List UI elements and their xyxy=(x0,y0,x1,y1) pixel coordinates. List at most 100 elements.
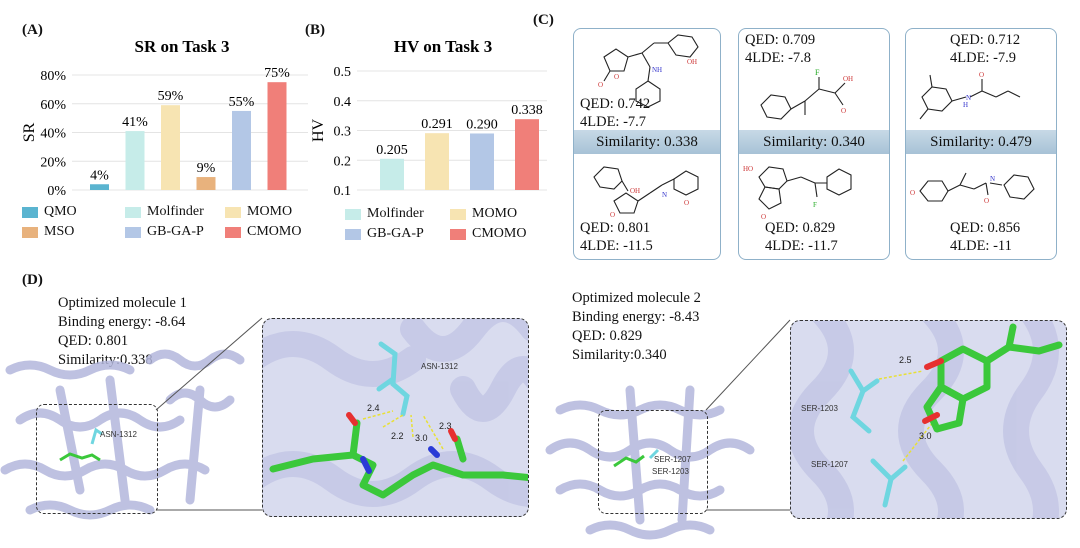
data-label: 75% xyxy=(264,66,290,81)
y-tick-label: 20% xyxy=(40,155,66,170)
legend-label: CMOMO xyxy=(247,224,302,239)
atom-label: OH xyxy=(687,58,697,66)
distance-label: 2.4 xyxy=(367,403,380,413)
molecule-title: Optimized molecule 1 xyxy=(58,295,187,311)
atom-label: OH xyxy=(630,187,640,195)
docking-info-2: Optimized molecule 2 Binding energy: -8.… xyxy=(572,289,701,365)
binding-pose-2: SER-1203 SER-1207 2.5 3.0 xyxy=(791,321,1063,518)
bar-momo xyxy=(425,133,449,190)
atom-label: O xyxy=(614,73,619,81)
atom-label: O xyxy=(841,107,846,115)
residue-label: SER-1203 xyxy=(652,467,689,476)
y-tick-label: 40% xyxy=(40,127,66,142)
panel-label-c: (C) xyxy=(533,12,554,28)
atom-label: O xyxy=(910,189,915,197)
data-label: 41% xyxy=(122,115,148,130)
distance-label: 3.0 xyxy=(919,431,932,441)
qed-value: QED: 0.829 xyxy=(572,328,643,344)
bar-cmomo xyxy=(515,119,539,190)
data-label: 0.290 xyxy=(466,117,498,132)
qed-value: QED: 0.801 xyxy=(58,333,129,349)
lde-after: 4LDE: -11.5 xyxy=(580,238,653,254)
bar-molfinder xyxy=(380,158,404,190)
legend-swatch-momo xyxy=(225,206,241,218)
residue-label: SER-1207 xyxy=(654,455,691,464)
data-label: 59% xyxy=(158,89,184,104)
sr-bar-chart: SR on Task 30%20%40%60%80%SR4%41%59%9%55… xyxy=(21,37,308,199)
bar-molfinder xyxy=(125,131,145,190)
legend-item-momo: MOMO xyxy=(450,206,517,222)
qed-after: QED: 0.801 xyxy=(580,220,651,236)
molecule-card-1: OH NH O O QED: 0.742 4LDE: -7.7 Similari… xyxy=(573,28,721,260)
legend-label: Molfinder xyxy=(367,206,424,221)
molecule-title: Optimized molecule 2 xyxy=(572,290,701,306)
bar-qmo xyxy=(90,184,109,190)
legend-item-molfinder: Molfinder xyxy=(125,204,204,220)
molecule-structure-before: H N O xyxy=(919,71,1021,120)
molecule-structure-before: F OH O xyxy=(760,68,853,120)
bar-mso xyxy=(196,177,216,190)
legend-swatch-mso xyxy=(22,226,38,238)
data-label: 0.338 xyxy=(511,103,543,118)
bar-cmomo xyxy=(267,82,287,190)
atom-label: H xyxy=(963,101,968,109)
similarity-band: Similarity: 0.338 xyxy=(574,130,720,154)
legend-swatch-cmomo xyxy=(225,226,241,238)
bar-gbgap xyxy=(470,133,494,190)
chart-title: HV on Task 3 xyxy=(394,37,492,56)
molecule-structure-before: OH NH O O xyxy=(598,34,699,108)
atom-label: O xyxy=(761,213,766,221)
atom-label: N xyxy=(662,191,667,199)
panel-label-a: (A) xyxy=(22,22,43,38)
residue-label: ASN-1312 xyxy=(100,430,137,439)
atom-label: F xyxy=(813,201,817,209)
binding-pose-1: ASN-1312 2.4 2.2 3.0 2.3 xyxy=(263,319,528,507)
zoom-view-2: SER-1203 SER-1207 2.5 3.0 xyxy=(790,320,1067,519)
panel-label-d: (D) xyxy=(22,272,43,288)
legend-item-molfinder: Molfinder xyxy=(345,206,424,222)
legend-item-cmomo: CMOMO xyxy=(225,224,301,240)
y-tick-label: 0.5 xyxy=(334,65,352,80)
legend-item-cmomo: CMOMO xyxy=(450,226,526,242)
molecule-card-2: QED: 0.709 4LDE: -7.8 F OH O Similarity:… xyxy=(738,28,890,260)
legend-swatch-cmomo xyxy=(450,228,466,240)
legend-item-mso: MSO xyxy=(22,224,74,240)
legend-label: CMOMO xyxy=(472,226,527,241)
legend-item-gbgap: GB-GA-P xyxy=(125,224,204,240)
y-tick-label: 0.4 xyxy=(334,95,352,110)
data-label: 9% xyxy=(197,161,216,176)
data-label: 0.291 xyxy=(421,117,453,132)
zoom-view-1: ASN-1312 2.4 2.2 3.0 2.3 xyxy=(262,318,529,517)
atom-label: NH xyxy=(652,66,662,74)
qed-before: QED: 0.709 xyxy=(745,32,816,48)
atom-label: N xyxy=(990,175,995,183)
lde-after: 4LDE: -11 xyxy=(950,238,1012,254)
similarity-band: Similarity: 0.340 xyxy=(739,130,889,154)
legend-swatch-gbgap xyxy=(125,226,141,238)
molecule-structure-after: OH N O O xyxy=(593,166,699,219)
lde-after: 4LDE: -11.7 xyxy=(765,238,838,254)
legend-label: GB-GA-P xyxy=(147,224,204,239)
y-tick-label: 0.3 xyxy=(334,125,352,140)
legend-label: QMO xyxy=(44,204,77,219)
zoom-region-1 xyxy=(36,404,158,514)
data-label: 55% xyxy=(229,95,255,110)
lde-before: 4LDE: -7.7 xyxy=(580,114,647,130)
atom-label: OH xyxy=(843,75,853,83)
legend-swatch-momo xyxy=(450,208,466,220)
similarity-value: Similarity:0.340 xyxy=(572,347,667,363)
binding-energy: Binding energy: -8.43 xyxy=(572,309,700,325)
atom-label: O xyxy=(610,211,615,219)
atom-label: F xyxy=(815,68,820,77)
distance-label: 2.2 xyxy=(391,431,404,441)
legend-swatch-molfinder xyxy=(345,208,361,220)
distance-label: 2.3 xyxy=(439,421,452,431)
data-label: 0.205 xyxy=(376,143,408,158)
bar-gbgap xyxy=(232,110,251,190)
molecule-card-3: QED: 0.712 4LDE: -7.9 H N O Similarity: … xyxy=(905,28,1057,260)
docking-info-1: Optimized molecule 1 Binding energy: -8.… xyxy=(58,294,187,370)
legend-swatch-gbgap xyxy=(345,228,361,240)
legend-swatch-qmo xyxy=(22,206,38,218)
legend-label: MOMO xyxy=(247,204,293,219)
